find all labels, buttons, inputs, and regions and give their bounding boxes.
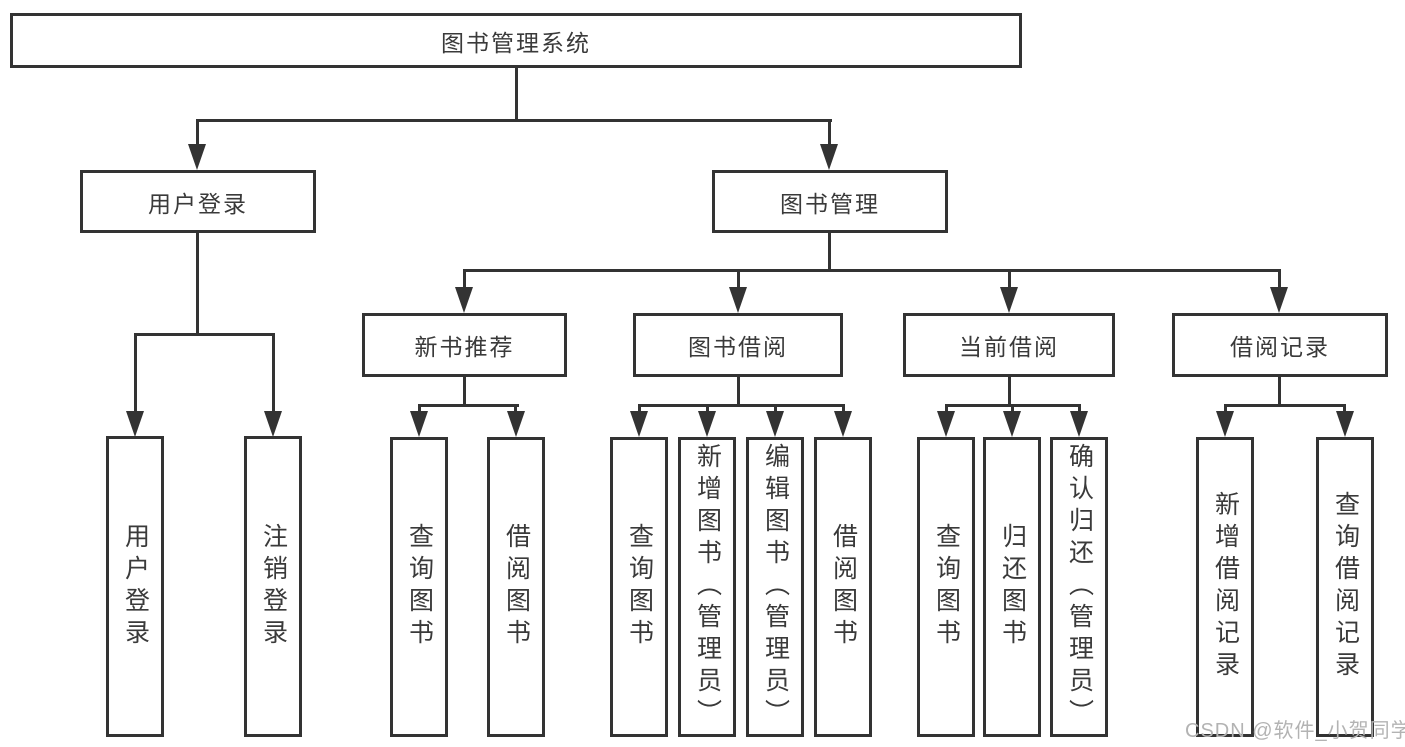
node-label: 用户登录 xyxy=(148,190,248,217)
node-borrow-record: 借阅记录 xyxy=(1172,313,1388,377)
leaf-label: 注销登录 xyxy=(259,522,288,651)
node-book-borrow: 图书借阅 xyxy=(633,313,843,377)
connector-line xyxy=(1278,269,1281,291)
leaf-borrow-books-1: 借阅图书 xyxy=(487,437,545,737)
arrow-down-icon xyxy=(188,144,206,170)
arrow-down-icon xyxy=(264,411,282,437)
arrow-down-icon xyxy=(1000,287,1018,313)
leaf-label: 查询图书 xyxy=(625,523,654,651)
connector-line xyxy=(515,67,518,120)
leaf-query-borrow-record: 查询借阅记录 xyxy=(1316,437,1374,737)
leaf-label: 借阅图书 xyxy=(502,523,531,651)
leaf-add-borrow-record: 新增借阅记录 xyxy=(1196,437,1254,737)
node-root: 图书管理系统 xyxy=(10,13,1022,68)
connector-line xyxy=(638,404,641,414)
leaf-label: 借阅图书 xyxy=(829,523,858,651)
arrow-down-icon xyxy=(820,144,838,170)
leaf-label: 新增借阅记录 xyxy=(1211,491,1240,683)
arrow-down-icon xyxy=(1216,411,1234,437)
node-user-login-branch: 用户登录 xyxy=(80,170,316,233)
arrow-down-icon xyxy=(410,411,428,437)
connector-line xyxy=(463,269,1281,272)
arrow-down-icon xyxy=(729,287,747,313)
connector-line xyxy=(842,404,845,414)
arrow-down-icon xyxy=(630,411,648,437)
arrow-down-icon xyxy=(455,287,473,313)
connector-line xyxy=(196,119,199,147)
arrow-down-icon xyxy=(834,411,852,437)
connector-line xyxy=(196,232,199,336)
arrow-down-icon xyxy=(766,411,784,437)
node-label: 当前借阅 xyxy=(959,334,1059,360)
connector-line xyxy=(196,119,832,122)
node-current-borrow: 当前借阅 xyxy=(903,313,1115,377)
leaf-label: 确认归还（管理员） xyxy=(1065,443,1094,731)
node-label: 新书推荐 xyxy=(414,334,515,360)
connector-line xyxy=(1008,377,1011,407)
leaf-logout: 注销登录 xyxy=(244,436,302,737)
leaf-add-book-admin: 新增图书（管理员） xyxy=(678,437,736,737)
leaf-return-book: 归还图书 xyxy=(983,437,1041,737)
leaf-label: 查询借阅记录 xyxy=(1331,491,1360,683)
connector-line xyxy=(828,119,831,147)
node-book-management-branch: 图书管理 xyxy=(712,170,948,233)
node-root-label: 图书管理系统 xyxy=(441,29,591,56)
arrow-down-icon xyxy=(937,411,955,437)
connector-line xyxy=(514,404,517,414)
connector-line xyxy=(737,377,740,407)
arrow-down-icon xyxy=(698,411,716,437)
arrow-down-icon xyxy=(126,411,144,437)
connector-line xyxy=(828,233,831,272)
leaf-query-books-2: 查询图书 xyxy=(610,437,668,737)
connector-line xyxy=(134,333,137,415)
arrow-down-icon xyxy=(1003,411,1021,437)
connector-line xyxy=(774,404,777,414)
connector-line xyxy=(638,404,845,407)
connector-line xyxy=(706,404,709,414)
connector-line xyxy=(418,404,421,414)
connector-line xyxy=(1278,377,1281,407)
leaf-confirm-return-admin: 确认归还（管理员） xyxy=(1050,437,1108,737)
leaf-label: 归还图书 xyxy=(998,523,1027,651)
leaf-query-books-3: 查询图书 xyxy=(917,437,975,737)
csdn-watermark: CSDN @软件_小贺同学 xyxy=(1185,720,1405,742)
connector-line xyxy=(737,269,740,291)
node-label: 图书管理 xyxy=(780,190,880,217)
leaf-user-login: 用户登录 xyxy=(106,436,164,737)
connector-line xyxy=(1224,404,1346,407)
connector-line xyxy=(945,404,948,414)
connector-line xyxy=(1224,404,1227,414)
connector-line xyxy=(463,377,466,407)
leaf-label: 用户登录 xyxy=(121,522,150,651)
node-new-book-recommend: 新书推荐 xyxy=(362,313,567,377)
connector-line xyxy=(418,404,519,407)
arrow-down-icon xyxy=(1270,287,1288,313)
leaf-label: 新增图书（管理员） xyxy=(693,443,722,731)
leaf-label: 编辑图书（管理员） xyxy=(761,443,790,731)
node-label: 图书借阅 xyxy=(688,334,788,360)
leaf-label: 查询图书 xyxy=(405,523,434,651)
arrow-down-icon xyxy=(1336,411,1354,437)
leaf-query-books-1: 查询图书 xyxy=(390,437,448,737)
leaf-borrow-books-2: 借阅图书 xyxy=(814,437,872,737)
connector-line xyxy=(134,333,275,336)
leaf-edit-book-admin: 编辑图书（管理员） xyxy=(746,437,804,737)
connector-line xyxy=(1343,404,1346,414)
connector-line xyxy=(1008,269,1011,291)
connector-line xyxy=(463,269,466,291)
leaf-label: 查询图书 xyxy=(932,523,961,651)
connector-line xyxy=(272,333,275,415)
connector-line xyxy=(1011,404,1014,414)
arrow-down-icon xyxy=(1070,411,1088,437)
node-label: 借阅记录 xyxy=(1230,334,1330,360)
arrow-down-icon xyxy=(507,411,525,437)
connector-line xyxy=(1078,404,1081,414)
